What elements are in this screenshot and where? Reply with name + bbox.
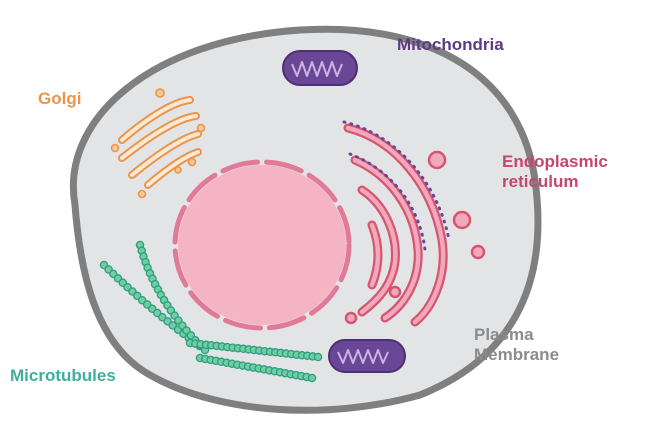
label-golgi: Golgi: [38, 89, 82, 108]
label-er-line-2: reticulum: [502, 172, 579, 191]
microtubule-bead: [313, 352, 323, 362]
label-plasma-membrane: Plasma Membrane: [474, 325, 559, 365]
label-endoplasmic-reticulum: Endoplasmic reticulum: [502, 152, 608, 192]
endoplasmic-reticulum: [342, 120, 486, 327]
microtubules: [99, 240, 323, 383]
label-pm-line-2: Membrane: [474, 345, 560, 364]
label-mitochondria: Mitochondria: [397, 35, 504, 54]
mitochondrion-top: [282, 50, 358, 86]
label-pm-line-1: Plasma: [474, 325, 534, 344]
nucleus: [172, 159, 352, 331]
microtubule-bead: [307, 373, 317, 383]
golgi-apparatus: [110, 88, 206, 199]
label-er-line-1: Endoplasmic: [502, 152, 608, 171]
label-microtubules: Microtubules: [10, 366, 116, 385]
mitochondrion-bottom: [328, 339, 406, 373]
